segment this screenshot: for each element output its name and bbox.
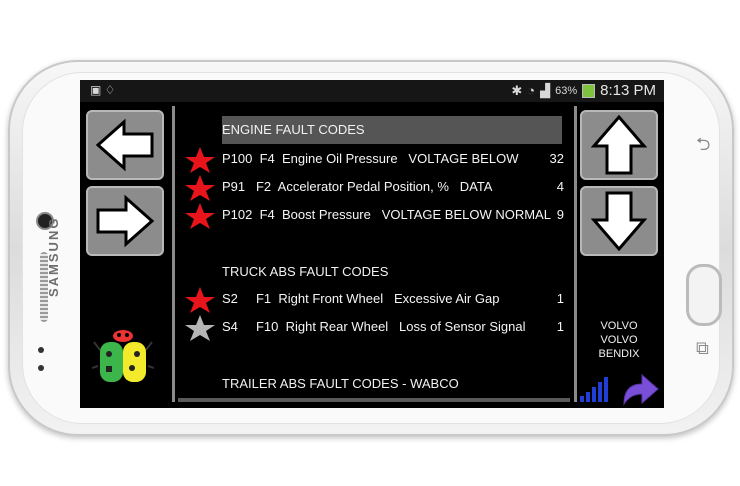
left-controls bbox=[86, 110, 164, 262]
scroll-down-button[interactable] bbox=[580, 186, 658, 256]
fault-count: 32 bbox=[549, 151, 564, 166]
fault-row[interactable]: P102 F4 Boost Pressure VOLTAGE BELOW NOR… bbox=[178, 202, 570, 230]
fault-row[interactable]: P100 F4 Engine Oil Pressure VOLTAGE BELO… bbox=[178, 146, 570, 174]
home-button[interactable] bbox=[686, 264, 722, 326]
fault-row[interactable]: P91 F2 Accelerator Pedal Position, % DAT… bbox=[178, 174, 570, 202]
fault-count: 1 bbox=[556, 291, 564, 306]
fault-count: 4 bbox=[556, 179, 564, 194]
fault-text: S4 F10 Right Rear Wheel Loss of Sensor S… bbox=[222, 319, 526, 334]
red-star-icon bbox=[185, 287, 215, 313]
bluetooth-icon: ✱ bbox=[511, 82, 523, 98]
section-title-truck-abs: TRUCK ABS FAULT CODES bbox=[222, 264, 389, 279]
red-star-icon bbox=[185, 175, 215, 201]
red-star-icon bbox=[185, 203, 215, 229]
signal-strength-icon bbox=[580, 377, 608, 402]
fault-text: P102 F4 Boost Pressure VOLTAGE BELOW NOR… bbox=[222, 207, 551, 222]
right-controls bbox=[580, 110, 658, 262]
arrow-left-icon bbox=[95, 118, 154, 172]
fault-code-list: ENGINE FAULT CODES P100 F4 Engine Oil Pr… bbox=[178, 110, 570, 402]
left-divider bbox=[172, 106, 175, 402]
arrow-up-icon bbox=[591, 114, 647, 175]
arrow-down-icon bbox=[591, 191, 647, 252]
battery-percent: 63% bbox=[555, 84, 578, 97]
notification-icons: ▣ ♢ bbox=[90, 83, 116, 97]
forward-arrow-icon[interactable] bbox=[620, 372, 660, 406]
next-button[interactable] bbox=[86, 186, 164, 256]
status-bar: ▣ ♢ ✱ ◔ ▟ 63% 8:13 PM bbox=[80, 80, 664, 102]
back-key-icon[interactable]: ⮌ bbox=[696, 134, 711, 154]
fault-text: P100 F4 Engine Oil Pressure VOLTAGE BELO… bbox=[222, 151, 519, 166]
earpiece-speaker bbox=[40, 252, 48, 322]
section-title-trailer-abs: TRAILER ABS FAULT CODES - WABCO bbox=[222, 376, 459, 391]
gray-star-icon bbox=[185, 315, 215, 341]
brand-logo: SAMSUNG bbox=[46, 216, 61, 297]
list-bottom-edge bbox=[178, 398, 570, 402]
right-divider bbox=[574, 106, 577, 402]
red-star-icon bbox=[185, 147, 215, 173]
light-sensor bbox=[38, 365, 44, 371]
fault-text: P91 F2 Accelerator Pedal Position, % DAT… bbox=[222, 179, 493, 194]
app-screen: ▣ ♢ ✱ ◔ ▟ 63% 8:13 PM bbox=[80, 80, 664, 408]
vehicle-make-2: VOLVO bbox=[600, 334, 638, 346]
fault-count: 9 bbox=[556, 207, 564, 222]
vehicle-abs-make: BENDIX bbox=[598, 348, 640, 360]
proximity-sensor bbox=[38, 347, 44, 353]
fault-row[interactable]: S4 F10 Right Rear Wheel Loss of Sensor S… bbox=[178, 314, 570, 342]
previous-button[interactable] bbox=[86, 110, 164, 180]
ladybug-icon[interactable] bbox=[92, 328, 154, 388]
fault-count: 1 bbox=[556, 319, 564, 334]
scroll-up-button[interactable] bbox=[580, 110, 658, 180]
section-title-engine: ENGINE FAULT CODES bbox=[222, 116, 562, 144]
wifi-icon: ◔ bbox=[527, 83, 536, 98]
fault-row[interactable]: S2 F1 Right Front Wheel Excessive Air Ga… bbox=[178, 286, 570, 314]
clock: 8:13 PM bbox=[600, 82, 656, 99]
fault-text: S2 F1 Right Front Wheel Excessive Air Ga… bbox=[222, 291, 500, 306]
battery-icon bbox=[582, 83, 596, 98]
recent-apps-key-icon[interactable]: ⧉ bbox=[696, 338, 709, 358]
front-camera bbox=[36, 212, 54, 230]
cell-signal-icon: ▟ bbox=[540, 82, 551, 98]
arrow-right-icon bbox=[96, 194, 155, 248]
vehicle-make-1: VOLVO bbox=[600, 320, 638, 332]
